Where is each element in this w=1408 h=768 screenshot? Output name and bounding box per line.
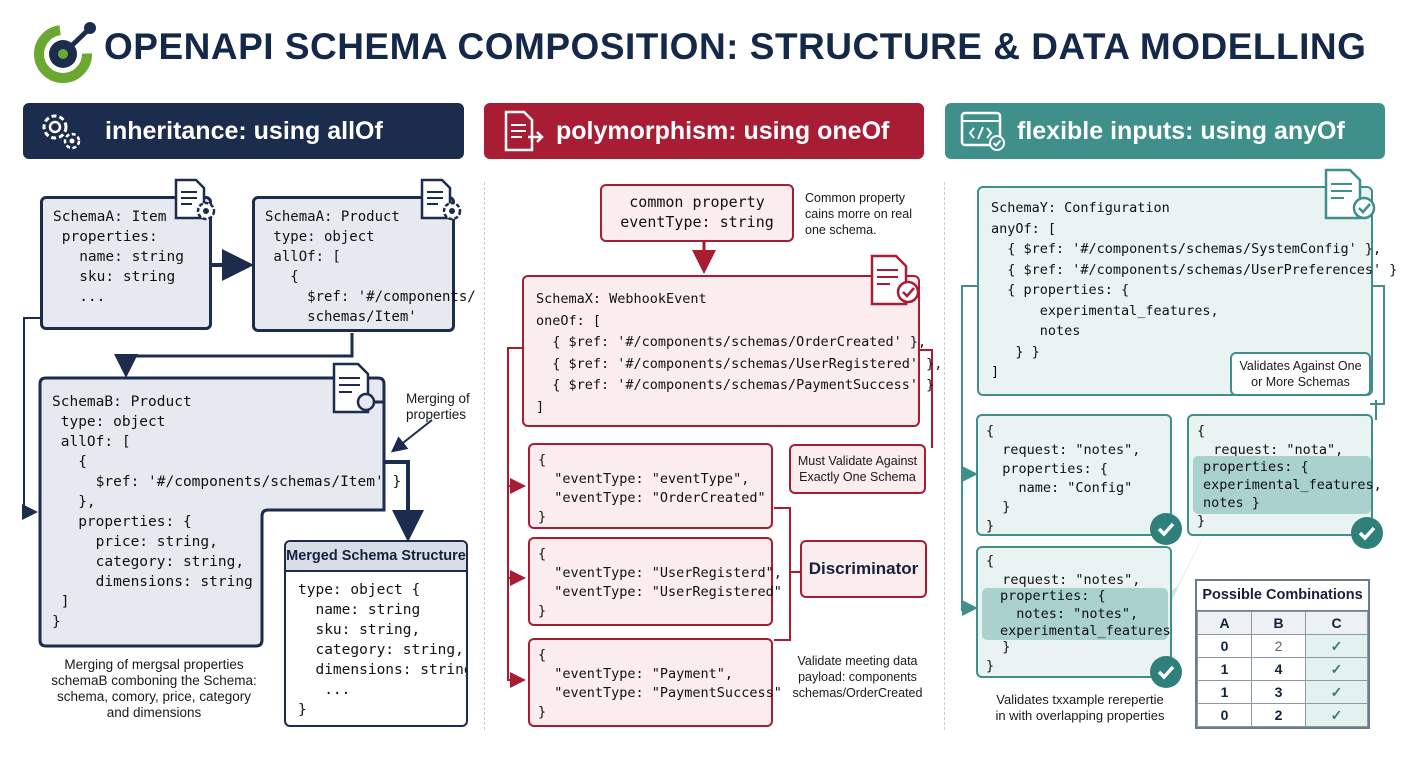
common-property-code: common property eventType: string	[620, 193, 774, 231]
merged-schema-title: Merged Schema Structure	[286, 542, 466, 572]
webhook-event-code: SchemaX: WebhookEvent oneOf: [ { $ref: '…	[536, 291, 943, 415]
document-gear-icon	[174, 178, 216, 221]
example-box-1: { request: "notes", properties: { name: …	[976, 414, 1172, 536]
example-box-3: { request: "notes", properties: { notes:…	[976, 546, 1172, 678]
check-icon: ✓	[1305, 634, 1368, 658]
example-code-2-top: { request: "nota",	[1197, 423, 1344, 458]
check-icon: ✓	[1305, 657, 1368, 681]
combo-header-b: B	[1251, 611, 1307, 635]
merge-label: Merging of properties	[406, 391, 470, 422]
check-icon	[1351, 517, 1383, 549]
combinations-table: Possible Combinations A B C 0 2 ✓ 1 4 ✓ …	[1195, 579, 1370, 729]
configuration-code: SchemaY: Configuration anyOf: [ { $ref: …	[991, 200, 1398, 380]
document-check-icon	[870, 254, 920, 306]
payload-code-3: { "eventType: "Payment", "eventType: "Pa…	[538, 647, 782, 720]
combo-cell: 2	[1251, 703, 1307, 727]
document-gear-icon	[420, 178, 462, 221]
check-icon: ✓	[1305, 680, 1368, 704]
common-property-note: Common property cains morre on real one …	[805, 191, 912, 237]
example-2-highlight	[1193, 456, 1371, 514]
code-window-icon	[960, 111, 1005, 151]
oneof-header-text: polymorphism: using oneOf	[556, 116, 890, 145]
validates-label-box: Validates Against One or More Schemas	[1230, 352, 1371, 396]
combinations-title: Possible Combinations	[1197, 581, 1368, 611]
allof-header-text: inheritance: using allOf	[105, 116, 383, 145]
logo-icon	[34, 22, 96, 83]
divider	[944, 182, 945, 730]
combo-cell: 1	[1196, 657, 1253, 681]
merged-schema-code: type: object { name: string sku: string,…	[298, 582, 468, 718]
combo-cell: 0	[1196, 634, 1253, 658]
discriminator-box: Discriminator	[800, 540, 927, 598]
example-code-3-highlight: properties: { notes: "notes", experiment…	[1000, 588, 1171, 639]
check-icon	[1150, 513, 1182, 545]
example-code-3-bottom: } }	[986, 639, 1011, 674]
document-arrow-icon	[504, 110, 544, 152]
example-code-2-bottom: }	[1197, 513, 1206, 529]
divider	[484, 182, 485, 730]
combo-header-a: A	[1196, 611, 1253, 635]
combo-cell: 2	[1251, 634, 1307, 658]
schema-b-code: SchemaB: Product type: object allOf: [ {…	[52, 394, 402, 630]
table-row: 1 3 ✓	[1196, 680, 1368, 704]
check-icon: ✓	[1305, 703, 1368, 727]
example-3-highlight	[982, 588, 1168, 640]
example-code-2-highlight: properties: { experimental_features, not…	[1203, 459, 1382, 511]
table-row: 0 2 ✓	[1196, 634, 1368, 658]
table-row: 1 4 ✓	[1196, 657, 1368, 681]
gears-icon	[42, 114, 81, 150]
payload-box-3: { "eventType: "Payment", "eventType: "Pa…	[528, 638, 782, 727]
document-merge-icon	[332, 362, 384, 414]
oneof-header: polymorphism: using oneOf	[484, 103, 924, 159]
payload-box-2: { "eventType: "UserRegisterd", "eventTyp…	[528, 537, 782, 626]
validate-label: Must Validate Against Exactly One Schema	[797, 454, 918, 484]
schema-a-item-code: SchemaA: Item properties: name: string s…	[53, 209, 184, 305]
combo-cell: 1	[1196, 680, 1253, 704]
allof-caption: Merging of mergsal properties schemaB co…	[51, 657, 257, 720]
page-title: OPENAPI SCHEMA COMPOSITION: STRUCTURE & …	[104, 26, 1367, 67]
payload-box-1: { "eventType: "eventType", "eventType: "…	[528, 443, 773, 529]
combo-header-c: C	[1305, 611, 1368, 635]
example-code-3-top: { request: "notes",	[986, 553, 1141, 588]
merged-schema-box: Merged Schema Structure type: object { n…	[284, 540, 468, 727]
discriminator-label: Discriminator	[808, 559, 919, 578]
example-box-2: { request: "nota", properties: { experim…	[1187, 414, 1382, 536]
combo-cell: 4	[1251, 657, 1307, 681]
validate-label-box: Must Validate Against Exactly One Schema	[789, 444, 926, 494]
allof-header: inheritance: using allOf	[23, 103, 464, 159]
combo-cell: 3	[1251, 680, 1307, 704]
example-code-1: { request: "notes", properties: { name: …	[986, 423, 1141, 534]
payload-code-1: { "eventType: "eventType", "eventType: "…	[538, 452, 766, 525]
schema-a-product-code: SchemaA: Product type: object allOf: [ {…	[265, 209, 476, 325]
schema-b-box	[38, 376, 386, 648]
document-check-icon	[1324, 168, 1376, 220]
payload-code-2: { "eventType: "UserRegisterd", "eventTyp…	[538, 546, 782, 619]
check-icon	[1150, 656, 1182, 688]
anyof-caption: Validates txxample rerepertie in with ov…	[995, 692, 1165, 723]
validates-label: Validates Against One or More Schemas	[1239, 359, 1362, 389]
common-property-box: common property eventType: string	[600, 184, 794, 242]
combo-cell: 0	[1196, 703, 1253, 727]
payload-note: Validate meeting data payload: component…	[792, 654, 923, 700]
table-row: 0 2 ✓	[1196, 703, 1368, 727]
anyof-header-text: flexible inputs: using anyOf	[1017, 116, 1345, 145]
webhook-event-box: SchemaX: WebhookEvent oneOf: [ { $ref: '…	[522, 275, 942, 427]
anyof-header: flexible inputs: using anyOf	[945, 103, 1385, 159]
